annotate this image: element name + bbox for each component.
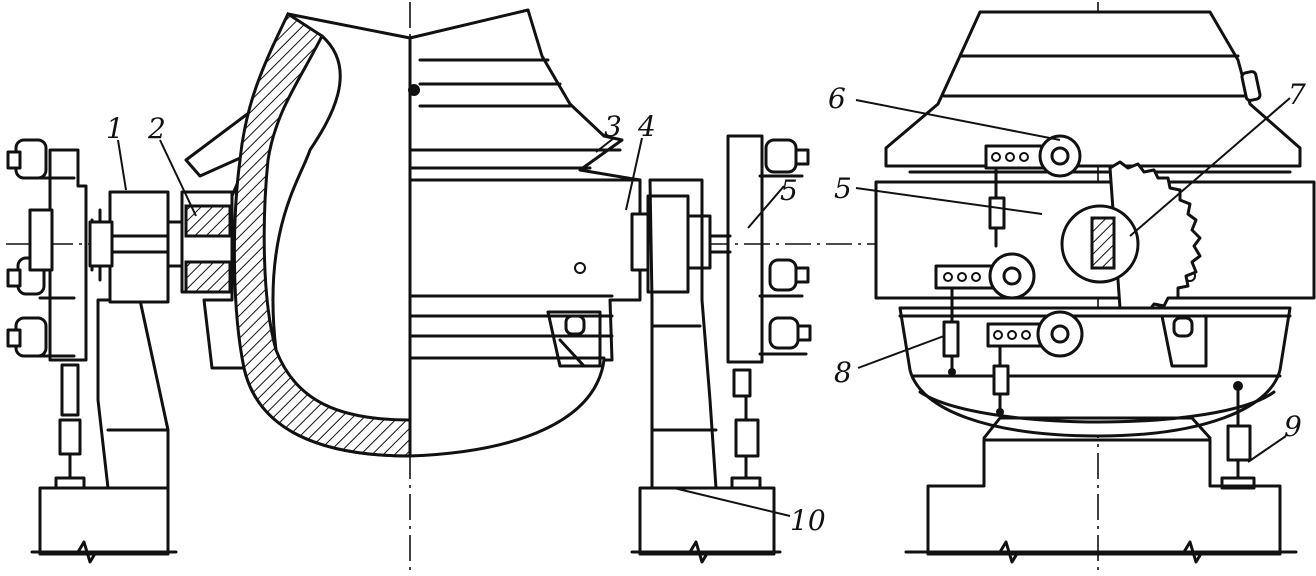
bull-gear-7: [1060, 160, 1202, 316]
leader-lines: [117, 97, 1291, 517]
tap-hole-marker: [408, 84, 420, 96]
label-2: 2: [147, 112, 166, 145]
label-10: 10: [790, 504, 826, 537]
label-5-left: 5: [780, 174, 798, 207]
front-base: [926, 438, 1282, 556]
right-trunnion-shaft: [630, 194, 732, 294]
converter-vessel-side: [202, 8, 642, 458]
label-7: 7: [1288, 78, 1306, 111]
label-3: 3: [604, 110, 622, 143]
left-bearing-stand: [90, 190, 170, 490]
label-8: 8: [834, 356, 852, 389]
front-vessel-cone: [884, 10, 1302, 168]
side-view: [6, 2, 1314, 574]
left-trunnion-shaft: [88, 220, 184, 268]
right-bearing-stand-10: [630, 178, 782, 564]
front-view: [874, 2, 1316, 574]
label-4: 4: [637, 110, 656, 143]
label-9: 9: [1284, 410, 1302, 443]
right-drive-assembly: [726, 134, 812, 490]
left-foundation: [30, 486, 178, 564]
cylinder-9: [1220, 381, 1256, 490]
trunnion-support-2: [180, 104, 260, 294]
label-1: 1: [106, 112, 124, 145]
side-rivet-marker: [574, 262, 586, 274]
label-6: 6: [828, 82, 846, 115]
tilt-drive-linkages: [934, 134, 1084, 416]
part-labels: 1 2 3 4 5 5 6 7 8 9 10: [106, 78, 1306, 537]
left-drive-assembly: [6, 138, 88, 490]
label-5-right: 5: [834, 172, 852, 205]
